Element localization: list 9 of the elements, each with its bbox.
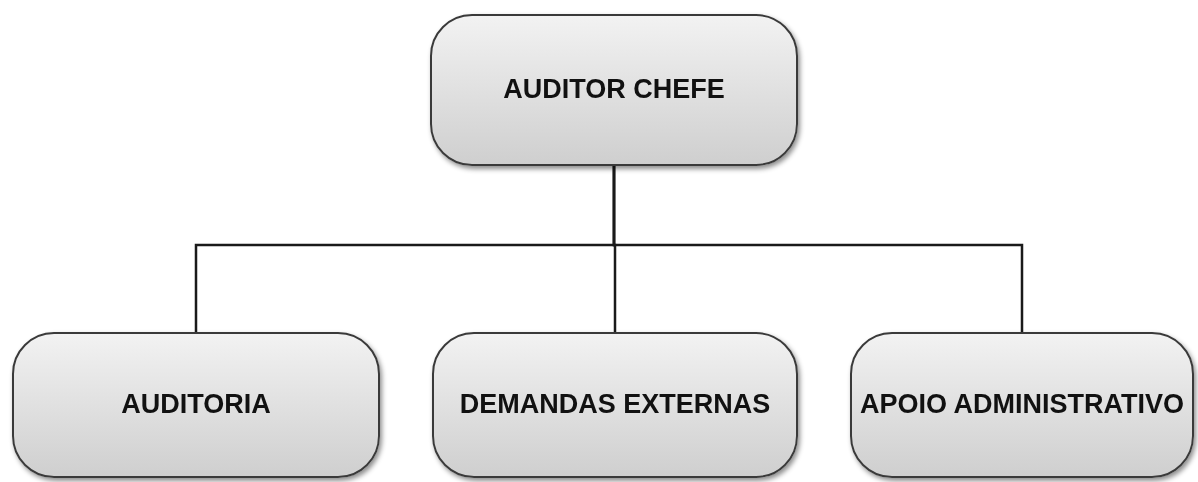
box-label: AUDITOR CHEFE <box>503 73 725 107</box>
rounded-box <box>432 332 798 478</box>
box-label: APOIO ADMINISTRATIVO <box>860 388 1184 422</box>
rounded-box <box>12 332 380 478</box>
rounded-box <box>430 14 798 166</box>
connector-line <box>612 166 1024 332</box>
rounded-box <box>850 332 1194 478</box>
box-label: DEMANDAS EXTERNAS <box>459 388 771 422</box>
box-label: AUDITORIA <box>121 388 271 422</box>
